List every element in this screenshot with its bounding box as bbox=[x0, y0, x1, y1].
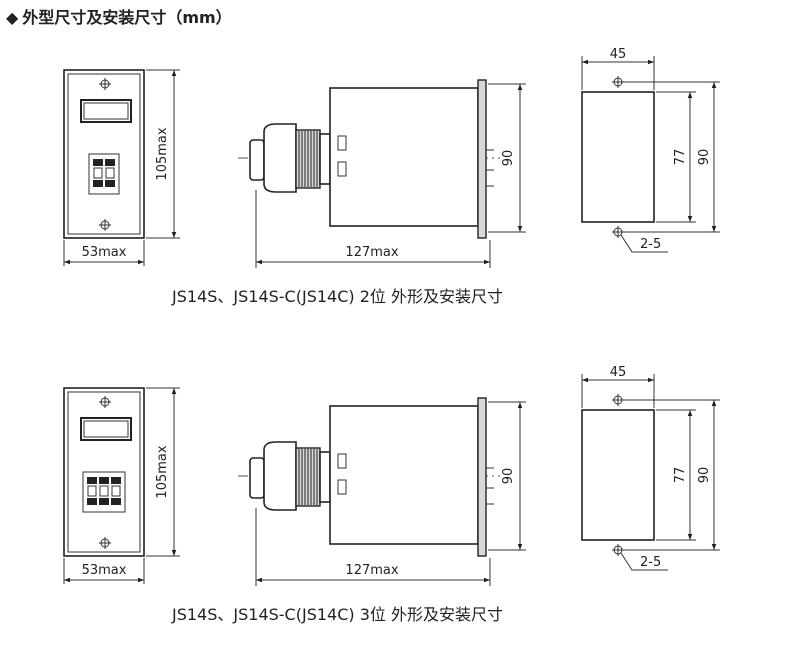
front-view: 53max 105max bbox=[63, 69, 180, 266]
mount-inner-height-label: 77 bbox=[673, 149, 688, 166]
digit-switch bbox=[99, 477, 109, 505]
mount-outer-height-label: 90 bbox=[697, 149, 712, 166]
digit-switch bbox=[93, 159, 103, 187]
drawing-caption: JS14S、JS14S-C(JS14C) 2位 外形及安装尺寸 bbox=[171, 287, 503, 306]
side-length-label: 127max bbox=[345, 563, 398, 578]
mount-inner-height-label: 77 bbox=[673, 467, 688, 484]
mount-width-label: 45 bbox=[610, 365, 627, 380]
mounting-view: 45 77 90 2-5 bbox=[581, 365, 720, 571]
mount-hole-label: 2-5 bbox=[640, 237, 661, 252]
digit-switch bbox=[111, 477, 121, 505]
side-length-label: 127max bbox=[345, 245, 398, 260]
side-view: 127max 90 bbox=[238, 79, 526, 268]
diamond-icon: ◆ bbox=[6, 8, 19, 27]
front-height-label: 105max bbox=[155, 445, 170, 498]
front-width-label: 53max bbox=[82, 563, 127, 578]
side-height-label: 90 bbox=[501, 468, 516, 485]
digit-switch bbox=[87, 477, 97, 505]
drawing-row-2: 53max 105max bbox=[63, 365, 720, 624]
drawing-caption: JS14S、JS14S-C(JS14C) 3位 外形及安装尺寸 bbox=[171, 605, 503, 624]
front-height-label: 105max bbox=[155, 127, 170, 180]
mount-width-label: 45 bbox=[610, 47, 627, 62]
front-view: 53max 105max bbox=[63, 387, 180, 584]
section-header: ◆外型尺寸及安装尺寸（mm） bbox=[6, 4, 232, 28]
digit-switch bbox=[105, 159, 115, 187]
digit-switch-frame bbox=[82, 471, 126, 513]
front-width-label: 53max bbox=[82, 245, 127, 260]
side-height-label: 90 bbox=[501, 150, 516, 167]
mount-hole-label: 2-5 bbox=[640, 555, 661, 570]
mount-outer-height-label: 90 bbox=[697, 467, 712, 484]
digit-switch-frame bbox=[88, 153, 120, 195]
header-title: 外型尺寸及安装尺寸（mm） bbox=[22, 8, 232, 27]
mounting-view: 45 77 90 2-5 bbox=[581, 47, 720, 253]
side-view: 127max 90 bbox=[238, 397, 526, 586]
drawing-row-1: 53max 105max bbox=[63, 47, 720, 306]
